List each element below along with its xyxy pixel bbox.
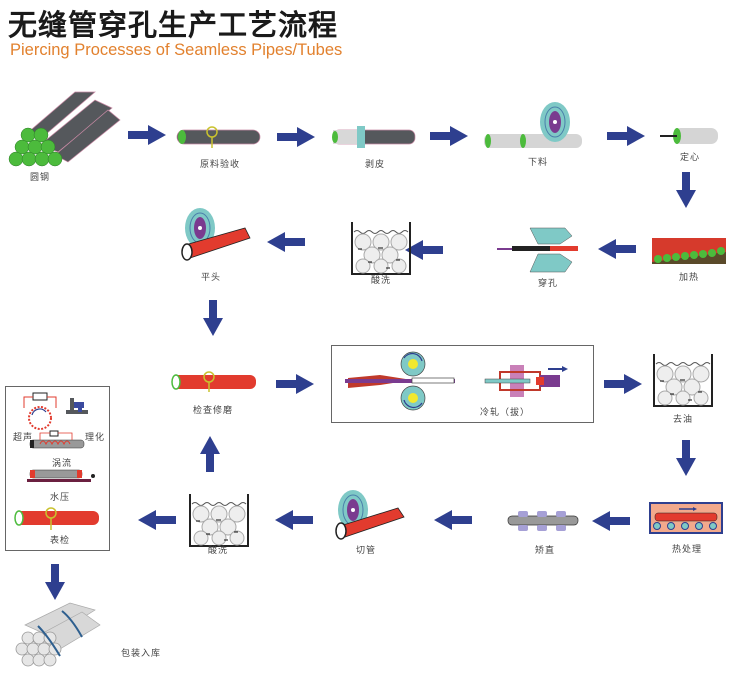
inspection-grinding-icon bbox=[171, 371, 256, 392]
test-label-ultrasonic: 超声 bbox=[12, 433, 34, 443]
step-label-heating: 加热 bbox=[678, 273, 700, 283]
test-label-eddy-current: 涡流 bbox=[51, 459, 73, 469]
peeling-icon bbox=[332, 126, 416, 148]
flow-arrow bbox=[200, 436, 220, 472]
centering-icon bbox=[660, 128, 718, 144]
ultrasonic-test-icon bbox=[23, 392, 57, 430]
step-label-packaging: 包装入库 bbox=[120, 649, 162, 659]
flow-arrow bbox=[592, 511, 630, 531]
round-steel-bundle-icon bbox=[8, 91, 121, 167]
flow-arrow bbox=[604, 374, 642, 394]
cold-rolling-box bbox=[331, 345, 594, 423]
eddy-current-test-icon bbox=[29, 430, 85, 449]
straightening-icon bbox=[507, 511, 579, 531]
testing-box bbox=[5, 386, 110, 551]
step-label-heat-treatment: 热处理 bbox=[671, 545, 703, 555]
flow-arrow bbox=[598, 239, 636, 259]
pickling-tank-icon bbox=[189, 493, 249, 547]
step-label-cutting-blank: 下料 bbox=[527, 158, 549, 168]
flow-arrow bbox=[277, 127, 315, 147]
degreasing-tank-icon bbox=[653, 353, 713, 407]
flow-arrow bbox=[676, 172, 696, 208]
flow-arrow bbox=[275, 510, 313, 530]
flow-arrow bbox=[267, 232, 305, 252]
step-label-raw-inspection: 原料验收 bbox=[199, 160, 241, 170]
page-subtitle: Piercing Processes of Seamless Pipes/Tub… bbox=[10, 41, 343, 59]
test-label-hydrostatic: 水压 bbox=[49, 493, 71, 503]
step-label-end-flattening: 平头 bbox=[200, 273, 222, 283]
end-flattening-icon bbox=[181, 207, 251, 261]
pipe-cutting-icon bbox=[335, 489, 405, 540]
step-label-pickling-2: 酸洗 bbox=[207, 546, 229, 556]
step-label-piercing: 穿孔 bbox=[537, 279, 559, 289]
physical-chemical-test-icon bbox=[66, 398, 88, 414]
flow-arrow bbox=[128, 125, 166, 145]
flow-arrow bbox=[203, 300, 223, 336]
flow-arrow bbox=[676, 440, 696, 476]
step-label-straightening: 矫直 bbox=[534, 546, 556, 556]
piercing-mill-icon bbox=[497, 227, 578, 273]
step-label-pipe-cutting: 切管 bbox=[355, 546, 377, 556]
flow-arrow bbox=[434, 510, 472, 530]
cold-drawing-icon bbox=[484, 365, 568, 397]
step-label-cold-rolling: 冷轧（拔） bbox=[479, 408, 531, 418]
raw-inspection-icon bbox=[176, 126, 261, 148]
flow-arrow bbox=[430, 126, 468, 146]
flow-arrow bbox=[276, 374, 314, 394]
step-label-degreasing: 去油 bbox=[672, 415, 694, 425]
step-label-inspection-grinding: 检查修磨 bbox=[192, 406, 234, 416]
test-label-physical-chemical: 理化 bbox=[84, 433, 106, 443]
heat-treatment-furnace-icon bbox=[649, 502, 723, 534]
pickling-tank-icon bbox=[351, 221, 411, 275]
cold-rolling-icon bbox=[345, 351, 455, 411]
step-label-round-steel: 圆钢 bbox=[29, 173, 51, 183]
step-label-peeling: 剥皮 bbox=[364, 160, 386, 170]
hydrostatic-test-icon bbox=[27, 469, 95, 482]
flow-arrow bbox=[45, 564, 65, 600]
cutting-blank-icon bbox=[484, 101, 582, 148]
step-label-pickling-1: 酸洗 bbox=[370, 276, 392, 286]
page-title: 无缝管穿孔生产工艺流程 bbox=[8, 8, 339, 42]
test-label-surface-inspection: 表检 bbox=[49, 536, 71, 546]
flow-arrow bbox=[138, 510, 176, 530]
heating-furnace-icon bbox=[652, 238, 726, 264]
packaged-pipe-bundle-icon bbox=[15, 602, 101, 667]
step-label-centering: 定心 bbox=[679, 153, 701, 163]
surface-inspection-icon bbox=[14, 507, 99, 530]
flow-arrow bbox=[607, 126, 645, 146]
